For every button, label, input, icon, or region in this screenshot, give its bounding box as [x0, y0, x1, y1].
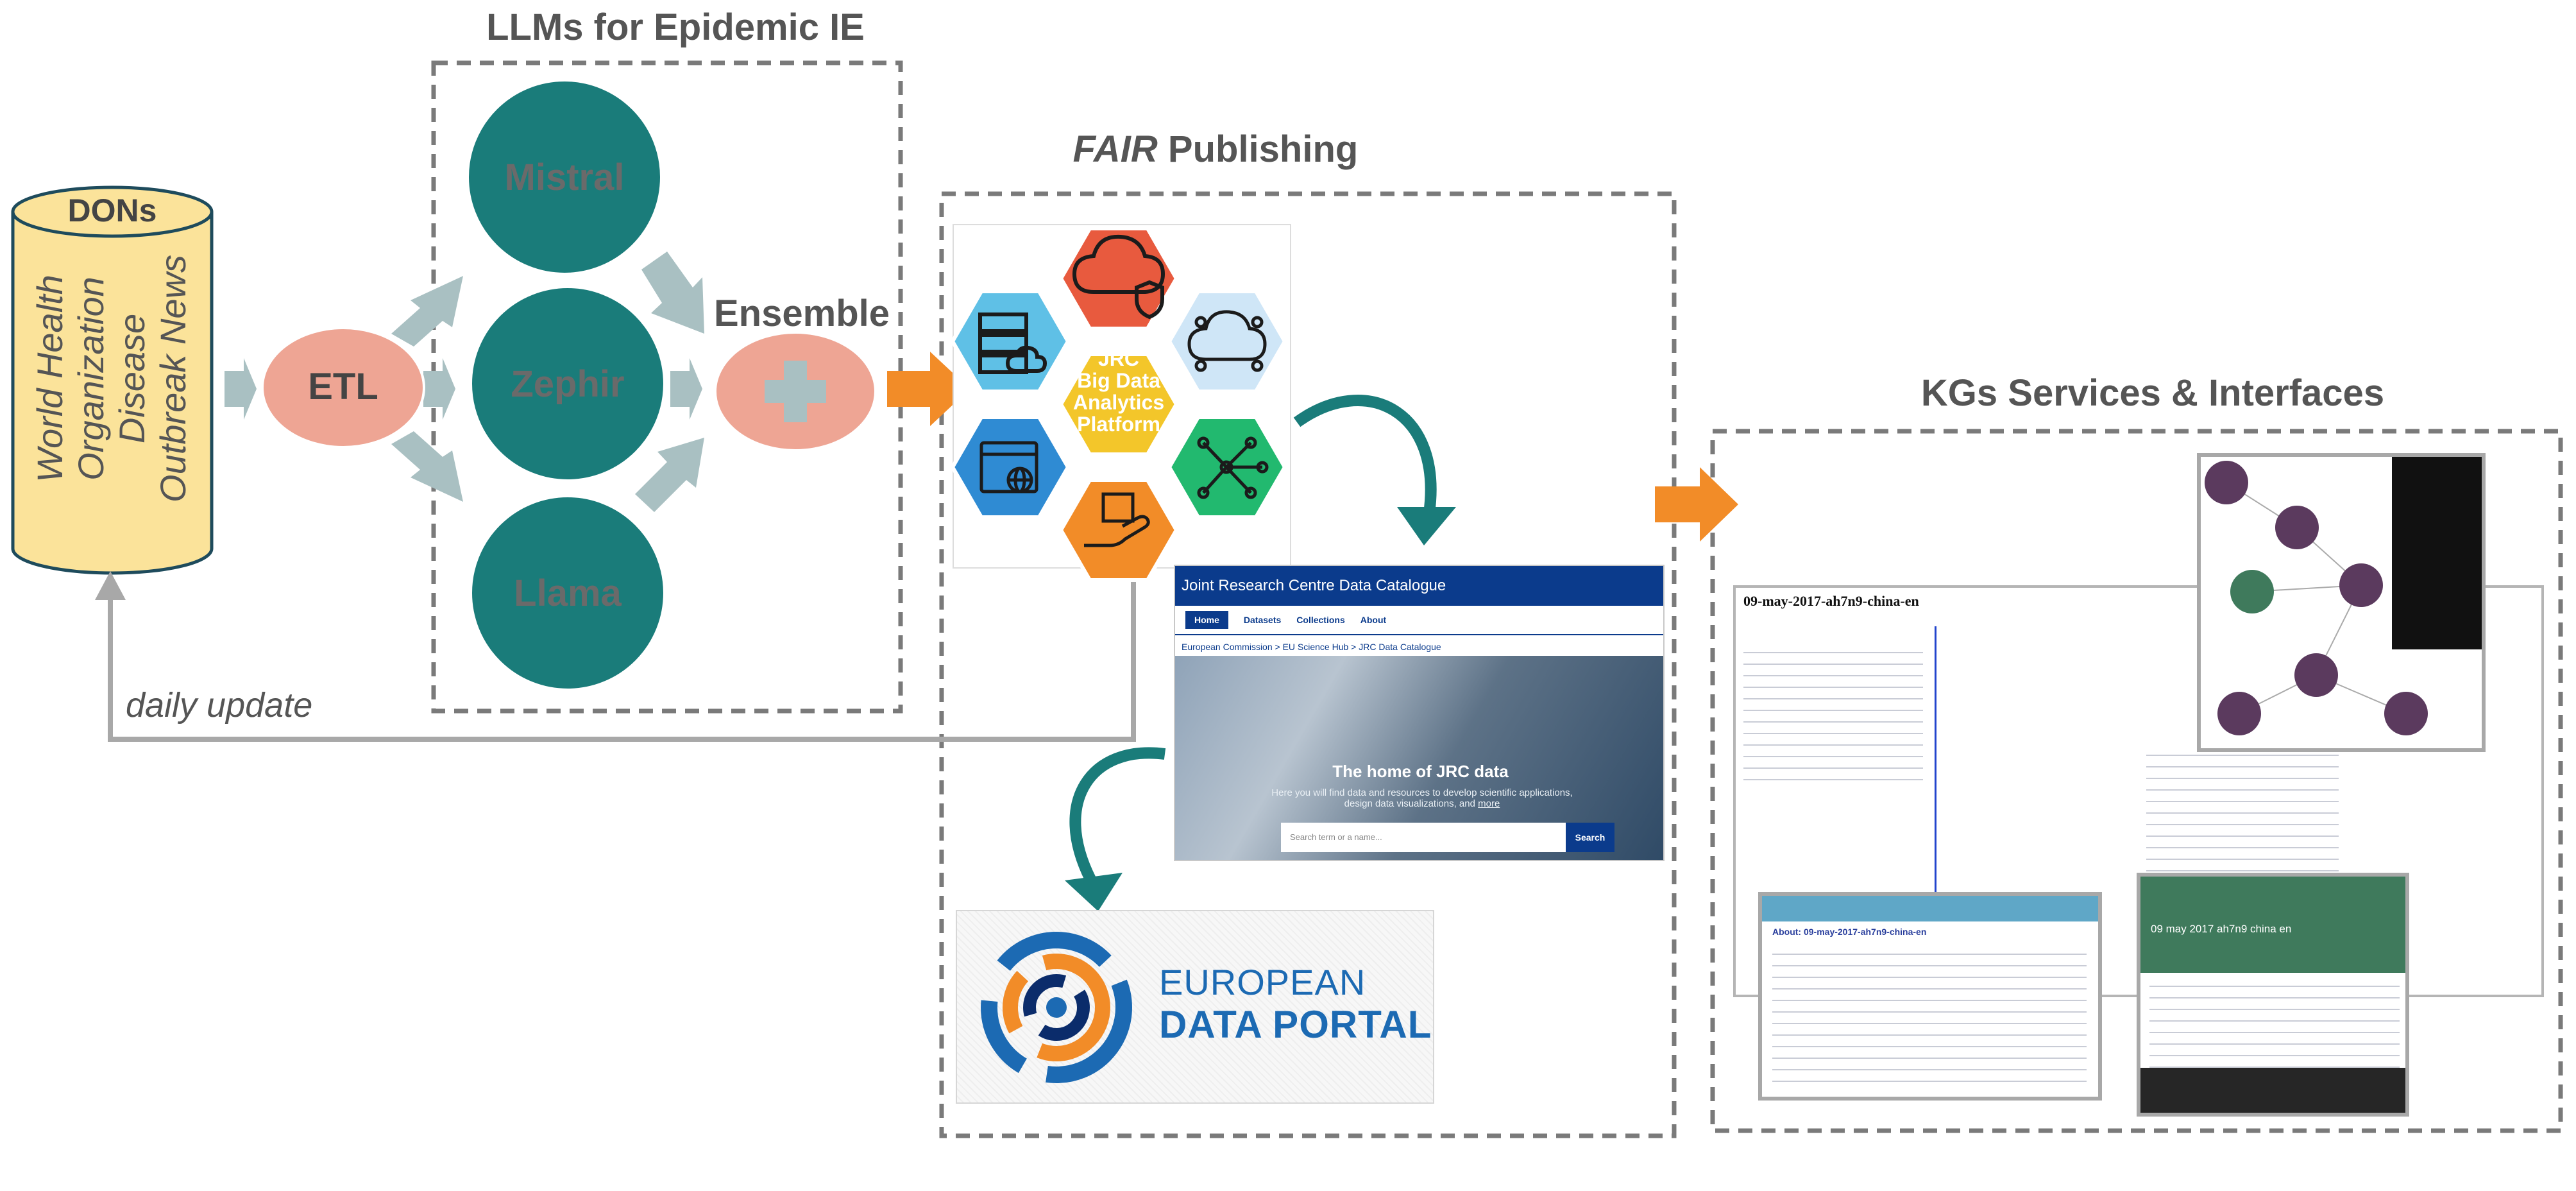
zephir-label: Zephir [511, 363, 624, 405]
svg-text:Outbreak News: Outbreak News [153, 255, 193, 502]
server-cloud-icon [978, 313, 1047, 374]
dons-title: DONs [68, 193, 157, 228]
kg-sparql-page-screenshot: About: 09-may-2017-ah7n9-china-en [1758, 892, 2102, 1101]
green-title: 09 may 2017 ah7n9 china en [2151, 923, 2292, 935]
green-header [2140, 877, 2405, 973]
network-nodes-icon [1197, 436, 1269, 499]
green-footer [2140, 1068, 2405, 1113]
fair-section-title: FAIR Publishing [1073, 128, 1359, 170]
curved-arrow-head-1 [1397, 507, 1456, 545]
search-button[interactable]: Search [1566, 823, 1614, 852]
svg-text:JRC: JRC [1098, 347, 1139, 370]
browser-globe-icon [979, 441, 1038, 493]
data-portal-line1: EUROPEAN [1159, 962, 1366, 1002]
flow-arrows-grey [225, 252, 704, 512]
data-portal-line2: DATA PORTAL [1159, 1003, 1432, 1046]
svg-text:World Health: World Health [30, 275, 70, 483]
svg-text:Platform: Platform [1077, 413, 1160, 436]
catalogue-search: Search term or a name... Search [1281, 823, 1614, 852]
hand-box-icon [1084, 492, 1150, 547]
curved-arrow-to-portal [1069, 747, 1166, 882]
catalogue-nav: Home Datasets Collections About [1175, 606, 1663, 635]
data-portal-emblem-icon [981, 932, 1132, 1083]
svg-text:Analytics: Analytics [1073, 391, 1164, 414]
mistral-node [465, 78, 664, 277]
etl-node [261, 327, 425, 449]
daily-update-arrowhead [95, 571, 126, 600]
graph-view [2205, 457, 2482, 735]
jrc-data-catalogue-screenshot: Joint Research Centre Data Catalogue Hom… [1174, 565, 1665, 861]
more-link[interactable]: more [1478, 798, 1500, 809]
jrc-platform-label: JRC Big Data Analytics Platform [1073, 347, 1164, 436]
svg-text:Organization: Organization [71, 277, 111, 481]
kg-resource-title: 09-may-2017-ah7n9-china-en [1743, 593, 1919, 609]
hero-subtitle: Here you will find data and resources to… [1271, 787, 1573, 809]
fuseki-title: About: 09-may-2017-ah7n9-china-en [1772, 927, 1927, 937]
nav-collections[interactable]: Collections [1296, 615, 1345, 625]
nav-datasets[interactable]: Datasets [1243, 615, 1282, 625]
european-data-portal-logo: EUROPEAN DATA PORTAL [956, 910, 1434, 1104]
fuseki-header [1762, 896, 2098, 921]
kg-section-title: KGs Services & Interfaces [1921, 372, 2384, 414]
llama-node [468, 493, 667, 692]
catalogue-topbar: Joint Research Centre Data Catalogue [1175, 566, 1663, 606]
kg-graph-view-screenshot [2197, 453, 2486, 752]
nav-home[interactable]: Home [1185, 611, 1228, 629]
daily-update-label: daily update [126, 686, 312, 724]
cloud-shield-icon [1072, 234, 1165, 320]
zephir-node [468, 284, 667, 483]
curved-arrow-to-catalogue [1293, 395, 1437, 515]
ensemble-label: Ensemble [714, 293, 890, 334]
curved-arrow-head-2 [1065, 873, 1123, 911]
plus-icon [765, 361, 826, 422]
mistral-label: Mistral [505, 157, 625, 198]
hero-title: The home of JRC data [1332, 762, 1509, 781]
daily-update-connector [108, 570, 1136, 742]
fair-group-box [939, 191, 1677, 1138]
kg-dataset-page-screenshot: 09 may 2017 ah7n9 china en [2137, 873, 2409, 1117]
nav-about[interactable]: About [1360, 615, 1387, 625]
catalogue-hero: The home of JRC data Here you will find … [1175, 656, 1663, 860]
flow-arrows-orange [887, 352, 1738, 542]
llama-label: Llama [514, 572, 622, 614]
svg-text:Big Data: Big Data [1077, 369, 1160, 392]
kg-group-box [1710, 429, 2563, 1133]
who-disease-outbreak-news-label: World Health Organization Disease Outbre… [30, 255, 193, 502]
search-input[interactable]: Search term or a name... [1290, 832, 1382, 842]
etl-label: ETL [308, 366, 378, 407]
breadcrumb: European Commission > EU Science Hub > J… [1182, 642, 1441, 652]
dons-database-icon [11, 185, 214, 575]
cloud-network-icon [1187, 310, 1267, 372]
llms-section-title: LLMs for Epidemic IE [486, 6, 865, 48]
svg-text:Disease: Disease [112, 314, 152, 443]
